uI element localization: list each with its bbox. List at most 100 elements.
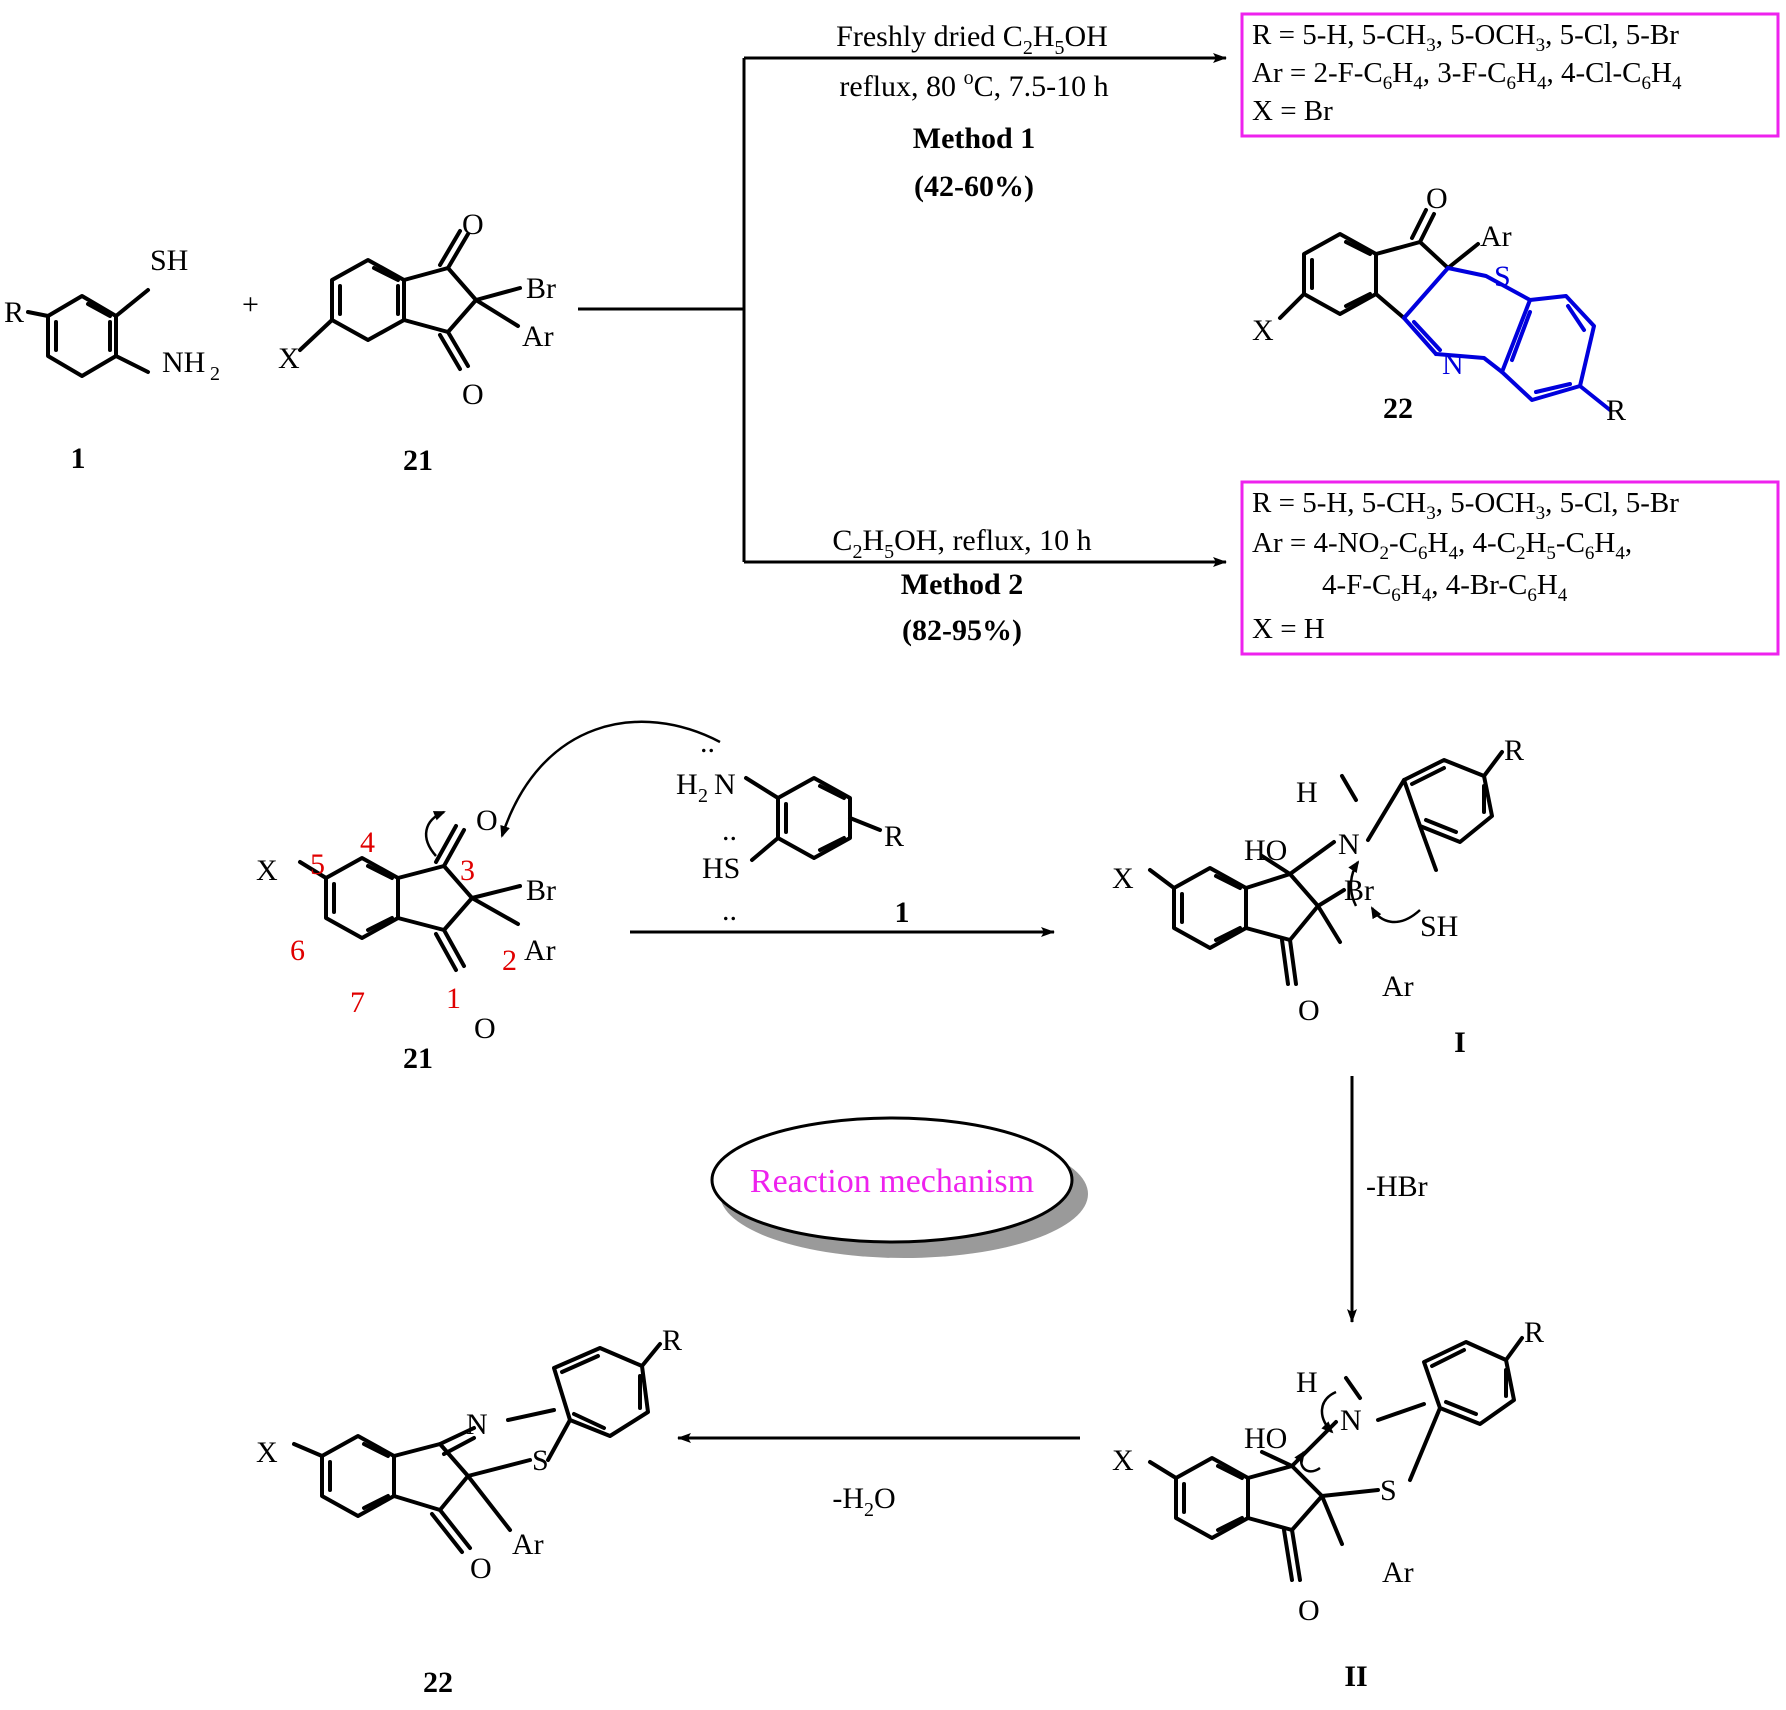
atom-label: N — [714, 768, 736, 801]
ring-number: 7 — [350, 986, 365, 1019]
atom-label: Br — [526, 272, 556, 305]
atom-label: X — [278, 342, 300, 375]
box-2-x-line: X = H — [1252, 613, 1325, 645]
atom-label: Ar — [524, 934, 556, 967]
atom-label: H — [1296, 776, 1318, 809]
compound-21-mechanism: O O Br Ar X 1 2 3 4 5 6 7 21 — [256, 804, 556, 1075]
atom-label: SH — [150, 244, 188, 277]
compound-number: II — [1344, 1660, 1367, 1693]
ring-number: 2 — [502, 944, 517, 977]
atom-label: N — [466, 1408, 488, 1441]
compound-number: I — [1454, 1026, 1466, 1059]
atom-label: O — [1426, 182, 1448, 215]
box-1-ar-line: Ar = 2-F-C6H4, 3-F-C6H4, 4-Cl-C6H4 — [1252, 57, 1682, 94]
atom-label: O — [470, 1552, 492, 1585]
method-2-conditions: C2H5OH, reflux, 10 h Method 2 (82-95%) — [832, 524, 1091, 647]
compound-number: 21 — [403, 1042, 433, 1075]
ring-number: 3 — [460, 854, 475, 887]
atom-label: O — [474, 1012, 496, 1045]
atom-label: N — [1340, 1404, 1362, 1437]
atom-label: O — [476, 804, 498, 837]
box-2-ar-line-1: Ar = 4-NO2-C6H4, 4-C2H5-C6H4, — [1252, 527, 1632, 564]
atom-label: Ar — [1382, 970, 1414, 1003]
method-1-label: Method 1 — [913, 122, 1036, 155]
box-2-r-line: R = 5-H, 5-CH3, 5-OCH3, 5-Cl, 5-Br — [1252, 487, 1679, 524]
atom-label: R — [662, 1324, 682, 1357]
method-2-label: Method 2 — [901, 568, 1024, 601]
plus-sign: + — [242, 288, 259, 321]
atom-label: O — [1298, 1594, 1320, 1627]
atom-label: R — [4, 296, 24, 329]
atom-label: R — [884, 820, 904, 853]
mechanism-title: Reaction mechanism — [750, 1163, 1034, 1200]
atom-label: Br — [526, 874, 556, 907]
ring-number: 6 — [290, 934, 305, 967]
step-label-h2o: -H2O — [832, 1482, 895, 1521]
atom-label: R — [1606, 394, 1626, 427]
ring-number: 5 — [310, 848, 325, 881]
ring-number: 1 — [446, 982, 461, 1015]
compound-number: 1 — [895, 896, 910, 929]
atom-label: Br — [1344, 874, 1374, 907]
atom-label: NH — [162, 346, 205, 379]
substituent-box-1: R = 5-H, 5-CH3, 5-OCH3, 5-Cl, 5-Br Ar = … — [1240, 12, 1780, 138]
substituent-box-2: R = 5-H, 5-CH3, 5-OCH3, 5-Cl, 5-Br Ar = … — [1240, 480, 1780, 656]
atom-label: X — [256, 1436, 278, 1469]
atom-label: X — [1252, 314, 1274, 347]
box-2-ar-line-2: 4-F-C6H4, 4-Br-C6H4 — [1322, 569, 1568, 606]
method-2-yield: (82-95%) — [902, 614, 1022, 647]
atom-label: R — [1504, 734, 1524, 767]
method-1-temperature: reflux, 80 oC, 7.5-10 h — [839, 67, 1108, 103]
atom-label: S — [532, 1444, 549, 1477]
atom-label: HO — [1244, 1422, 1287, 1455]
compound-number: 1 — [71, 442, 86, 475]
box-1-x-line: X = Br — [1252, 95, 1333, 127]
atom-label: O — [462, 378, 484, 411]
box-1-r-line: R = 5-H, 5-CH3, 5-OCH3, 5-Cl, 5-Br — [1252, 19, 1679, 56]
atom-label: R — [1524, 1316, 1544, 1349]
atom-label: O — [462, 208, 484, 241]
ring-number: 4 — [360, 826, 375, 859]
atom-label: Ar — [1382, 1556, 1414, 1589]
method-1-conditions: Freshly dried C2H5OH reflux, 80 oC, 7.5-… — [836, 20, 1108, 203]
atom-label: Ar — [522, 320, 554, 353]
compound-number: 22 — [423, 1666, 453, 1699]
lone-pair: .. — [722, 894, 737, 927]
mechanism-label: Reaction mechanism — [710, 1116, 1088, 1258]
atom-label: S — [1494, 260, 1511, 293]
nucleophilic-attack-arrow — [500, 720, 721, 838]
atom-label: 2 — [698, 785, 708, 807]
lone-pair: .. — [700, 726, 715, 759]
intermediate-II: O HO N H S Ar R X II — [1112, 1316, 1544, 1693]
atom-label: X — [1112, 862, 1134, 895]
atom-label: 2 — [210, 363, 220, 385]
compound-22-final: N S Ar O R X 22 — [256, 1324, 682, 1699]
compound-21-top: O O Br Ar X 21 — [278, 208, 556, 477]
atom-label: N — [1338, 828, 1360, 861]
branch-arrows — [578, 53, 1227, 567]
intermediate-I: O HO N H Br Ar SH R X I — [1112, 734, 1524, 1059]
atom-label: Ar — [512, 1528, 544, 1561]
atom-label: H — [1296, 1366, 1318, 1399]
compound-1-top: SH NH 2 R 1 — [4, 244, 220, 475]
atom-label: S — [1380, 1474, 1397, 1507]
atom-label: Ar — [1480, 220, 1512, 253]
atom-label: SH — [1420, 910, 1458, 943]
atom-label: O — [1298, 994, 1320, 1027]
method-2-solvent: C2H5OH, reflux, 10 h — [832, 524, 1091, 563]
atom-label: H — [676, 768, 698, 801]
lone-pair: .. — [722, 814, 737, 847]
compound-number: 21 — [403, 444, 433, 477]
atom-label: X — [1112, 1444, 1134, 1477]
method-1-yield: (42-60%) — [914, 170, 1034, 203]
atom-label: N — [1442, 348, 1464, 381]
atom-label: HO — [1244, 834, 1287, 867]
compound-1-mechanism: H 2 N .. HS .. .. R 1 — [676, 726, 910, 929]
atom-label: X — [256, 854, 278, 887]
compound-22-top: O Ar S N X R 22 — [1252, 182, 1626, 427]
compound-number: 22 — [1383, 392, 1413, 425]
step-label-hbr: -HBr — [1366, 1170, 1428, 1203]
method-1-solvent: Freshly dried C2H5OH — [836, 20, 1108, 59]
atom-label: HS — [702, 852, 740, 885]
